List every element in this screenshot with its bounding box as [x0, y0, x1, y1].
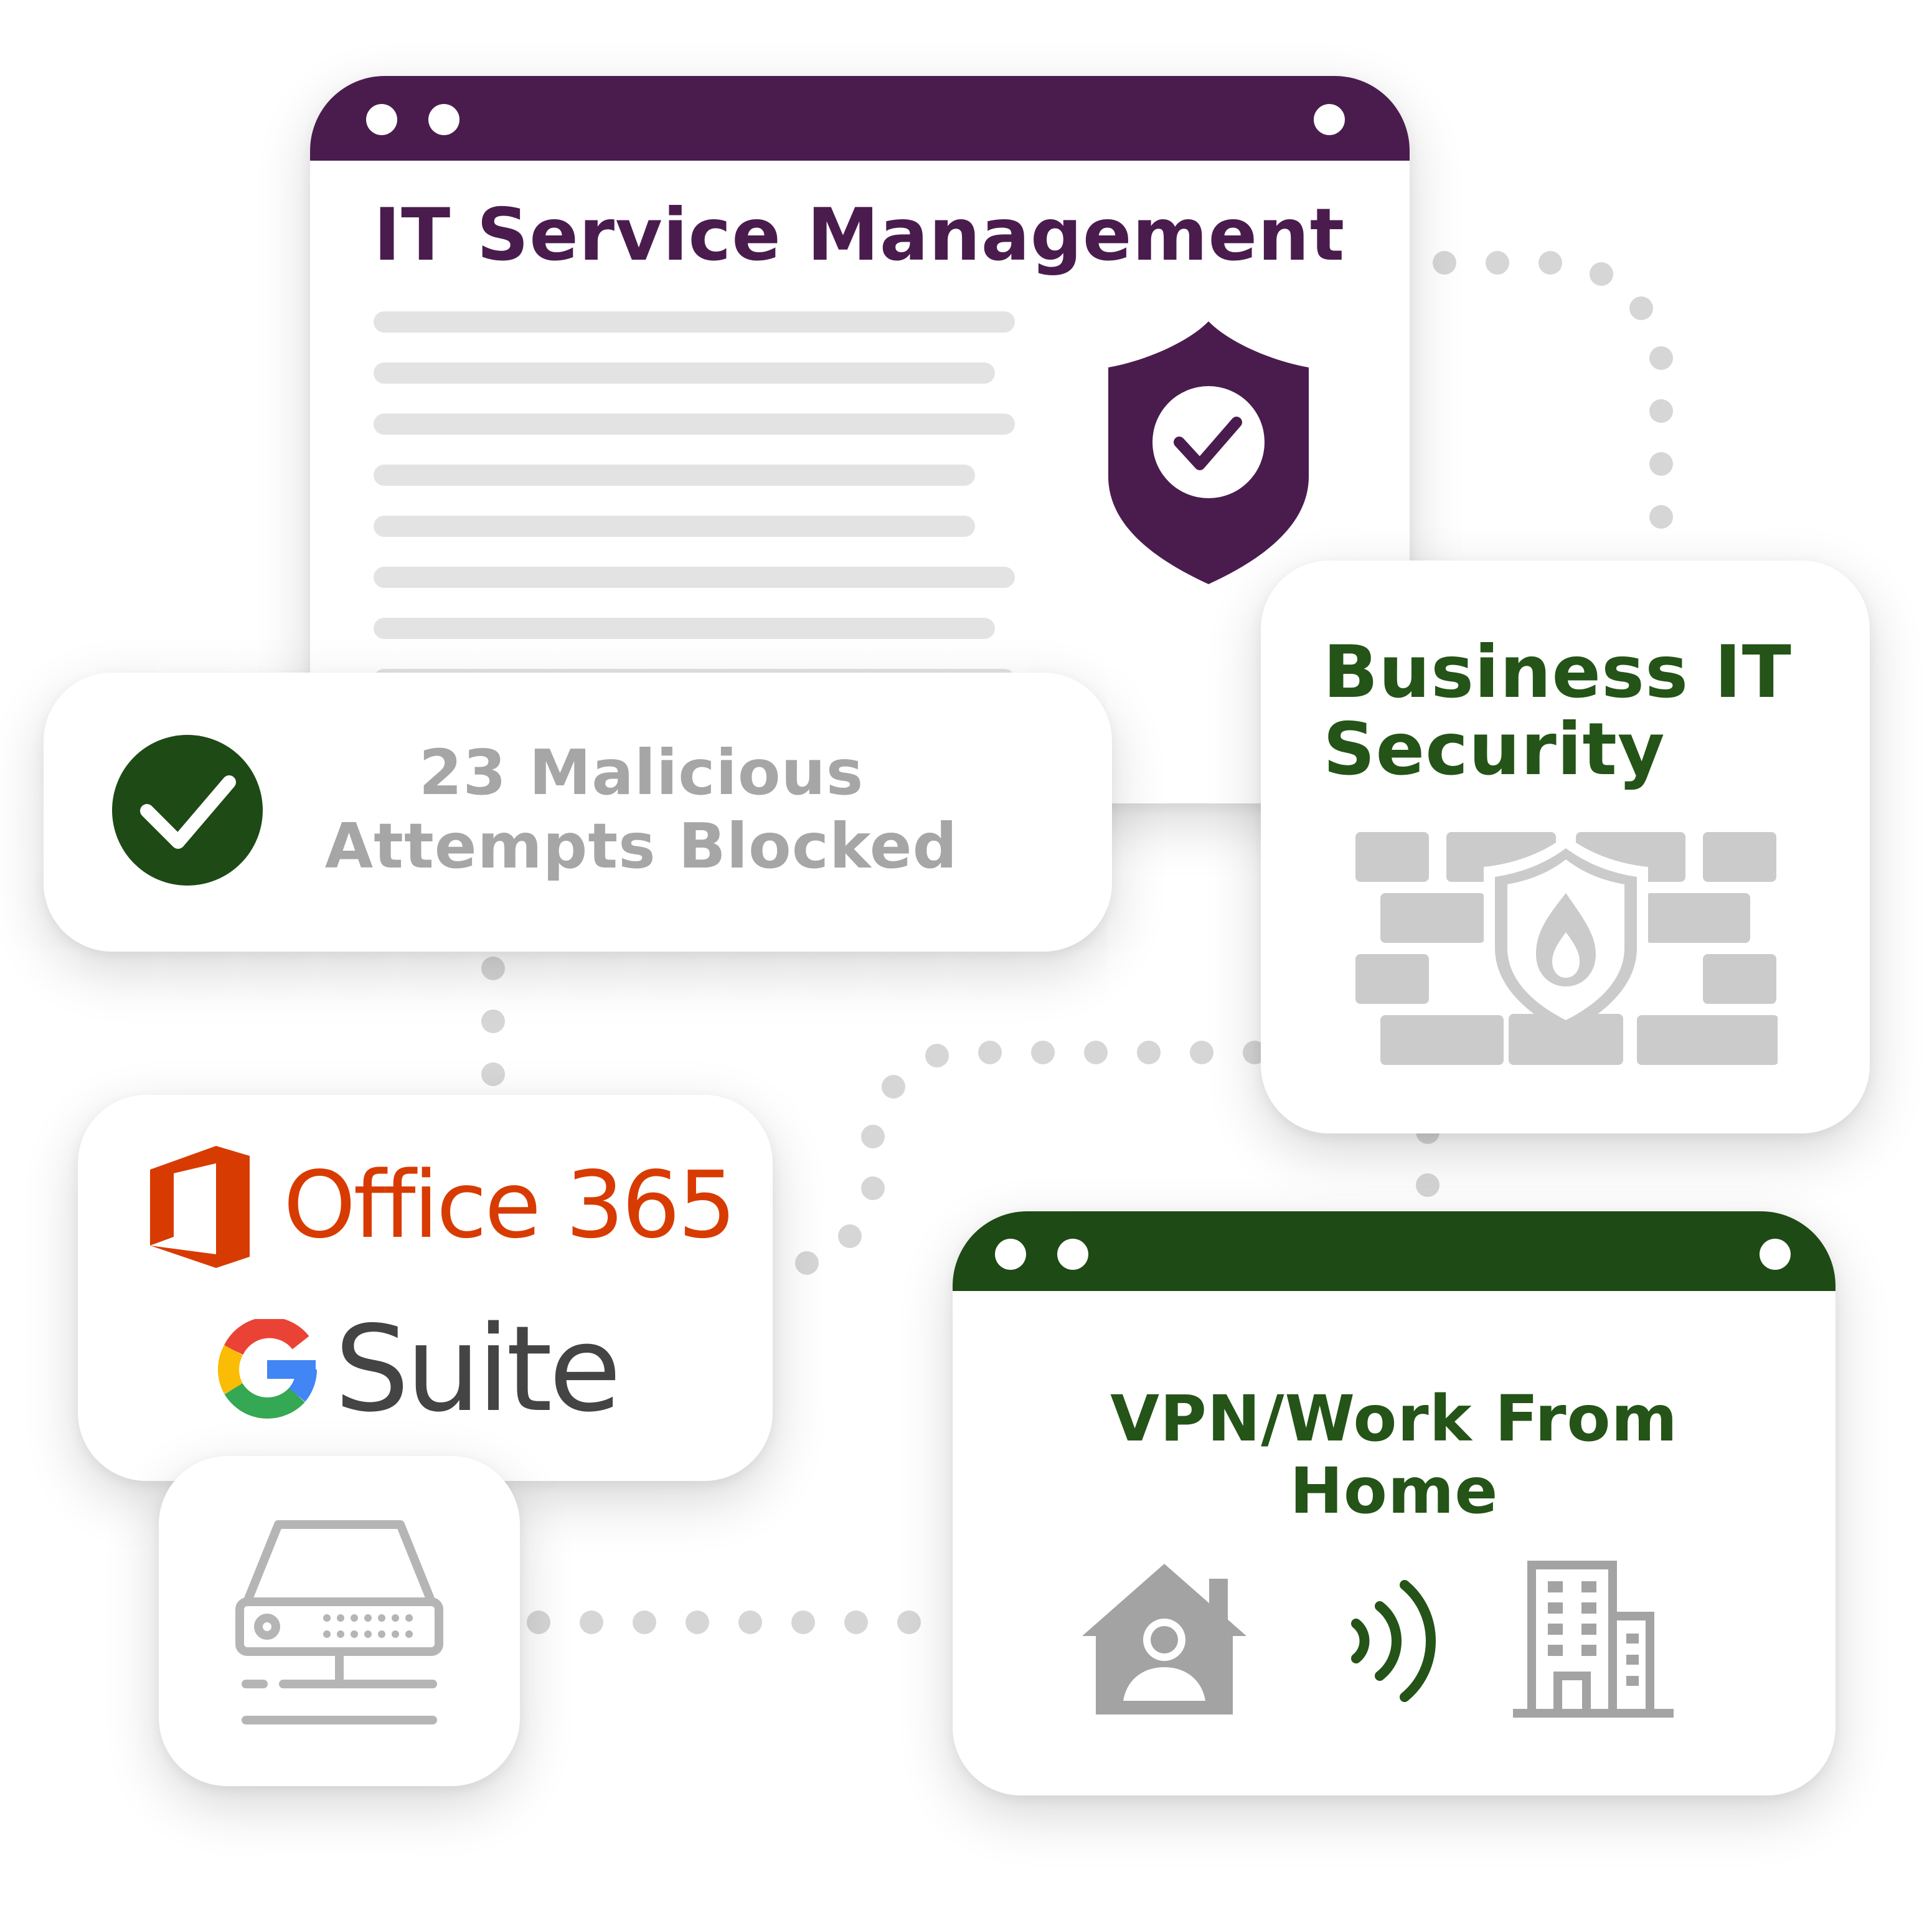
window-dot-1 [366, 104, 397, 135]
content-line [374, 414, 1015, 435]
content-line [374, 362, 995, 384]
business-security-card: Business IT Security [1261, 560, 1870, 1133]
window-dot-2 [428, 104, 459, 135]
vpn-titlebar [953, 1211, 1835, 1291]
firewall-icon [1355, 832, 1778, 1065]
window-dot-3 [1314, 104, 1345, 135]
content-line [374, 618, 995, 639]
content-line [374, 465, 975, 486]
security-title-line1: Business IT [1323, 630, 1792, 714]
wireless-signal-icon [1351, 1580, 1436, 1702]
office-logo-icon [150, 1146, 250, 1268]
vpn-window: VPN/Work From Home [953, 1211, 1835, 1795]
office-building-icon [1513, 1561, 1674, 1718]
content-line [374, 311, 1015, 333]
content-line [374, 567, 1015, 588]
itsm-title: IT Service Management [374, 193, 1345, 277]
security-title-line2: Security [1323, 707, 1666, 792]
window-dot-1 [995, 1239, 1026, 1270]
blocked-count-text: 23 Malicious [418, 736, 864, 809]
window-dot-2 [1057, 1239, 1088, 1270]
blocked-label-text: Attempts Blocked [324, 810, 958, 882]
vpn-title-line1: VPN/Work From [1110, 1382, 1678, 1456]
content-line [374, 516, 975, 537]
google-g-icon [218, 1319, 317, 1419]
apps-card: Office 365 Suite [78, 1095, 773, 1481]
shield-check-icon [1108, 321, 1309, 584]
office-365-label: Office 365 [283, 1152, 737, 1259]
check-circle-icon [112, 735, 263, 886]
itsm-titlebar [310, 76, 1410, 161]
home-user-icon [1082, 1564, 1246, 1715]
blocked-attempts-card: 23 Malicious Attempts Blocked [44, 673, 1112, 952]
network-server-icon [235, 1520, 443, 1724]
server-card [159, 1456, 520, 1786]
vpn-title-line2: Home [1289, 1454, 1499, 1528]
gsuite-label: Suite [334, 1300, 621, 1438]
window-dot-3 [1760, 1239, 1791, 1270]
